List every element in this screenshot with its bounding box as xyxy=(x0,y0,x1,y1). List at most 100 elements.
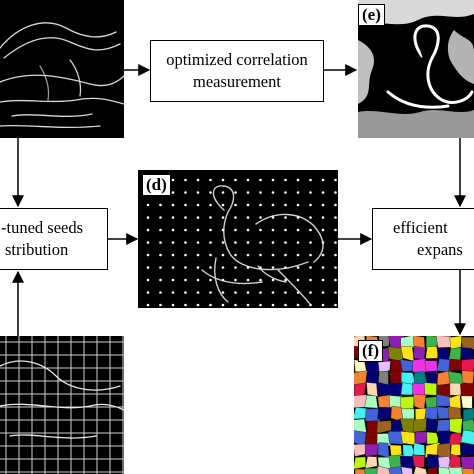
seed-dot xyxy=(296,216,300,219)
seed-dot xyxy=(284,291,287,294)
seed-dot xyxy=(159,278,162,282)
expansion-box-line-1: efficient xyxy=(393,218,448,237)
seed-dot xyxy=(259,278,262,282)
seed-dot xyxy=(296,241,300,244)
superpixel-cell xyxy=(461,467,474,474)
seed-dot xyxy=(171,228,175,232)
seed-dot xyxy=(184,291,187,294)
seed-dot xyxy=(196,303,200,307)
seed-dot xyxy=(209,216,212,219)
seed-dot xyxy=(296,253,300,257)
seed-dot xyxy=(159,291,162,294)
grid-seeds-panel xyxy=(0,336,124,474)
superpixel-cell xyxy=(364,467,380,474)
seed-dot xyxy=(334,253,337,257)
seed-dot xyxy=(146,241,150,244)
superpixel-cell xyxy=(450,444,461,457)
superpixel-cell xyxy=(364,443,379,457)
seed-dot xyxy=(209,253,212,257)
seed-dot xyxy=(184,228,187,232)
superpixel-cell xyxy=(460,382,474,397)
seed-dot xyxy=(209,241,212,244)
seed-dot xyxy=(221,278,225,282)
seed-dot xyxy=(246,278,250,282)
seed-dot xyxy=(171,216,175,219)
seed-dot xyxy=(334,291,337,294)
seed-dot xyxy=(196,178,200,182)
superpixel-cell xyxy=(387,382,403,396)
seed-dot xyxy=(321,178,325,182)
seed-dot xyxy=(209,278,212,282)
superpixel-cell xyxy=(414,431,428,445)
seed-dot xyxy=(309,228,312,232)
seed-dot xyxy=(184,178,187,182)
superpixel-cell xyxy=(412,454,425,468)
seed-dot xyxy=(296,228,300,232)
seed-dot xyxy=(209,191,212,194)
seed-dot xyxy=(296,191,300,194)
seed-dot xyxy=(184,216,187,219)
seed-dot xyxy=(284,241,287,244)
seed-dot xyxy=(259,203,262,207)
seed-dot xyxy=(196,191,200,194)
seed-dot xyxy=(271,241,275,244)
correlation-box-line-1: optimized correlation xyxy=(166,50,308,69)
seed-dot xyxy=(296,203,300,207)
seed-dot xyxy=(271,228,275,232)
seed-dot xyxy=(234,203,237,207)
superpixel-cell xyxy=(448,467,464,474)
seed-dot xyxy=(321,216,325,219)
seed-dot xyxy=(271,253,275,257)
seed-dot xyxy=(246,228,250,232)
seed-dot xyxy=(259,228,262,232)
seed-dot xyxy=(221,216,225,219)
seed-dot xyxy=(259,178,262,182)
panel-e-correlation-map: (e) xyxy=(358,0,474,138)
seed-dot xyxy=(284,303,287,307)
superpixel-cell xyxy=(412,418,428,433)
seed-dot xyxy=(171,266,175,269)
superpixel-cell xyxy=(448,358,462,372)
superpixel-cell xyxy=(449,418,463,435)
superpixel-cell xyxy=(424,406,438,421)
seed-dot xyxy=(221,266,225,269)
expansion-box-line-2: expans xyxy=(417,240,463,259)
seed-dot xyxy=(309,191,312,194)
seed-dot xyxy=(284,178,287,182)
seed-dot xyxy=(184,303,187,307)
seed-dot xyxy=(296,291,300,294)
seed-dot xyxy=(284,266,287,269)
superpixel-cell xyxy=(448,394,462,411)
seed-dot xyxy=(184,253,187,257)
seed-dot xyxy=(334,203,337,207)
seed-dot xyxy=(196,266,200,269)
superpixel-cell xyxy=(365,456,378,469)
seed-dot xyxy=(159,266,162,269)
seed-dot xyxy=(296,178,300,182)
seed-dot xyxy=(246,191,250,194)
seed-dot xyxy=(259,241,262,244)
superpixel-cell xyxy=(400,382,415,396)
seed-dot xyxy=(221,291,225,294)
seed-dot xyxy=(196,278,200,282)
superpixel-cell xyxy=(462,418,474,434)
seed-dot xyxy=(309,266,312,269)
seed-dot xyxy=(271,203,275,207)
superpixel-cell xyxy=(400,396,415,410)
seed-dot xyxy=(171,278,175,282)
correlation-map-image xyxy=(358,0,474,138)
seed-dot xyxy=(271,291,275,294)
seed-dot xyxy=(271,278,275,282)
seed-dot xyxy=(184,241,187,244)
seed-dot xyxy=(146,278,150,282)
seed-dot xyxy=(234,178,237,182)
seed-dot xyxy=(171,291,175,294)
panel-d-seeds-overlay: (d) xyxy=(138,170,338,308)
seed-dot xyxy=(284,278,287,282)
seed-dot xyxy=(334,266,337,269)
seed-dot xyxy=(196,241,200,244)
seed-dot xyxy=(259,291,262,294)
superpixel-cell xyxy=(390,359,404,373)
superpixel-cell xyxy=(377,360,391,375)
seed-dot xyxy=(209,228,212,232)
